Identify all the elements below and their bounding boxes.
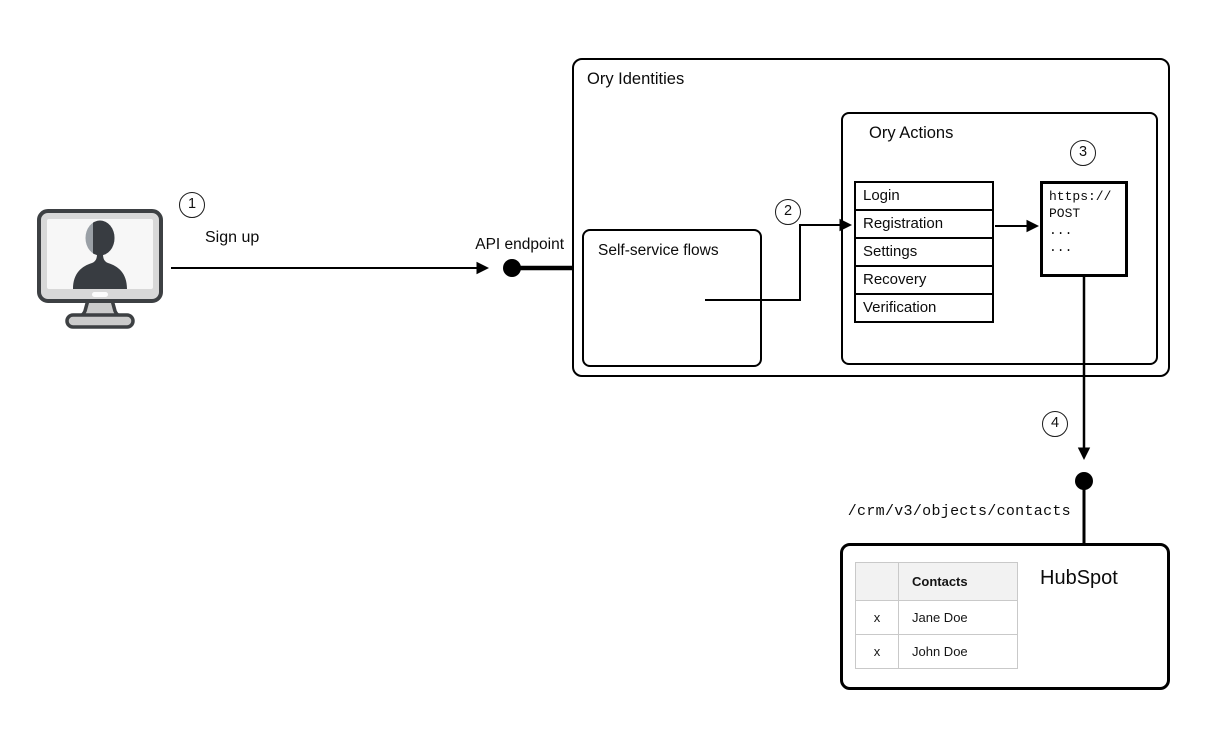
api-endpoint-label: API endpoint [475,236,564,253]
user-silhouette-icon [73,220,127,289]
contact-mark: x [855,634,899,669]
api-endpoint-dot-icon [503,259,521,277]
code-line: ... [1049,223,1073,238]
contact-row: x Jane Doe [855,600,1018,635]
webhook-request-box: https:// POST ... ... [1040,181,1128,277]
ory-actions-box: Ory Actions [841,112,1158,365]
code-line: ... [1049,240,1073,255]
contact-name: Jane Doe [898,600,1018,635]
contacts-header-blank [855,562,899,601]
contact-row: x John Doe [855,634,1018,669]
ory-actions-title: Ory Actions [869,124,954,142]
sign-up-arrowhead-icon [476,261,489,275]
code-line: https:// [1049,189,1112,204]
contacts-header-label: Contacts [898,562,1018,601]
self-service-flows-title: Self-service flows [598,242,719,259]
flow-list-item-registration: Registration [854,209,994,239]
hubspot-title: HubSpot [1040,567,1118,589]
flow-list-item-verification: Verification [854,293,994,323]
monitor-power-light [92,292,108,297]
contacts-table-header-row: Contacts [855,562,1018,601]
step-4-badge: 4 [1042,411,1068,437]
hubspot-box: HubSpot Contacts x Jane Doe x John Doe [840,543,1170,690]
ory-identities-title: Ory Identities [587,70,685,88]
flow-list-item-settings: Settings [854,237,994,267]
code-line: POST [1049,206,1081,221]
contact-mark: x [855,600,899,635]
crm-api-path-label: /crm/v3/objects/contacts [847,503,1071,520]
contact-name: John Doe [898,634,1018,669]
hubspot-endpoint-dot-icon [1075,472,1093,490]
contacts-table: Contacts x Jane Doe x John Doe [855,562,1018,669]
monitor-user-icon [37,209,163,329]
step-3-badge: 3 [1070,140,1096,166]
webhook-request-arrowhead-icon [1077,447,1091,460]
flow-list-item-recovery: Recovery [854,265,994,295]
self-service-flow-list: Login Registration Settings Recovery Ver… [854,181,994,323]
flow-list-item-login: Login [854,181,994,211]
step-1-badge: 1 [179,192,205,218]
self-service-flows-box: Self-service flows [582,229,762,367]
monitor-stand-base [65,313,135,329]
ory-identities-box: Ory Identities [572,58,1170,377]
step-2-badge: 2 [775,199,801,225]
sign-up-label: Sign up [205,229,260,246]
